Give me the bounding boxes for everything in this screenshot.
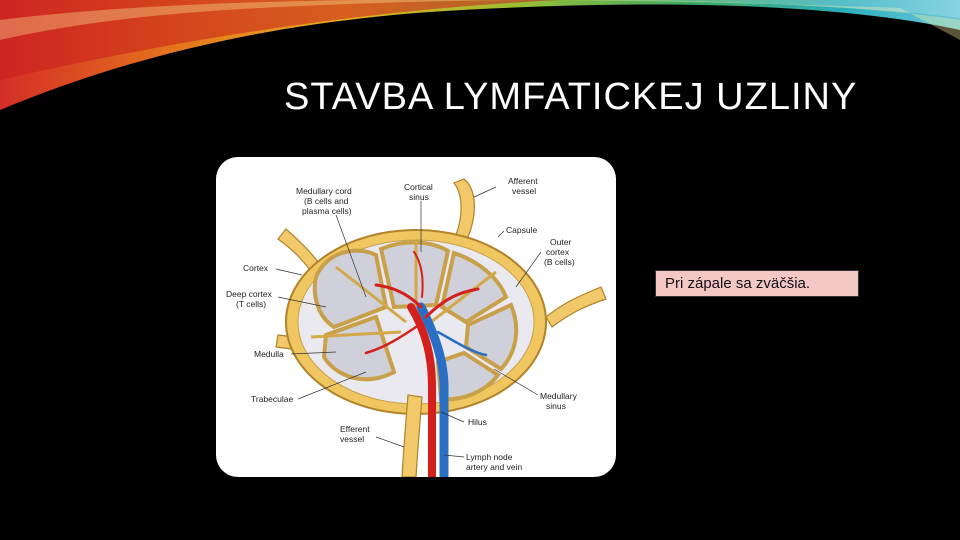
- page-title: STAVBA LYMFATICKEJ UZLINY: [284, 76, 857, 119]
- label-deep-cortex-line2: (T cells): [236, 299, 266, 309]
- label-medullary-cord: Medullary cord: [296, 186, 352, 196]
- label-cortex: Cortex: [243, 263, 269, 273]
- label-medullary-sinus: Medullary: [540, 391, 578, 401]
- label-artery-vein: Lymph node: [466, 452, 513, 462]
- label-medulla: Medulla: [254, 349, 284, 359]
- label-medullary-cord-line3: plasma cells): [302, 206, 352, 216]
- label-deep-cortex: Deep cortex: [226, 289, 273, 299]
- note-box: Pri zápale sa zväčšia.: [655, 270, 859, 297]
- label-capsule: Capsule: [506, 225, 537, 235]
- label-outer-cortex-line3: (B cells): [544, 257, 575, 267]
- label-cortical-sinus-line2: sinus: [409, 192, 429, 202]
- label-medullary-sinus-line2: sinus: [546, 401, 566, 411]
- label-artery-vein-line2: artery and vein: [466, 462, 522, 472]
- label-cortical-sinus: Cortical: [404, 182, 433, 192]
- label-afferent-vessel-line2: vessel: [512, 186, 536, 196]
- label-afferent-vessel: Afferent: [508, 176, 538, 186]
- lymph-node-illustration: Medullary cord (B cells and plasma cells…: [216, 157, 616, 477]
- label-outer-cortex: Outer: [550, 237, 571, 247]
- label-efferent-vessel-line2: vessel: [340, 434, 364, 444]
- label-medullary-cord-line2: (B cells and: [304, 196, 349, 206]
- label-hilus: Hilus: [468, 417, 487, 427]
- label-trabeculae: Trabeculae: [251, 394, 293, 404]
- label-efferent-vessel: Efferent: [340, 424, 370, 434]
- lymph-node-diagram: Medullary cord (B cells and plasma cells…: [216, 157, 616, 477]
- label-outer-cortex-line2: cortex: [546, 247, 570, 257]
